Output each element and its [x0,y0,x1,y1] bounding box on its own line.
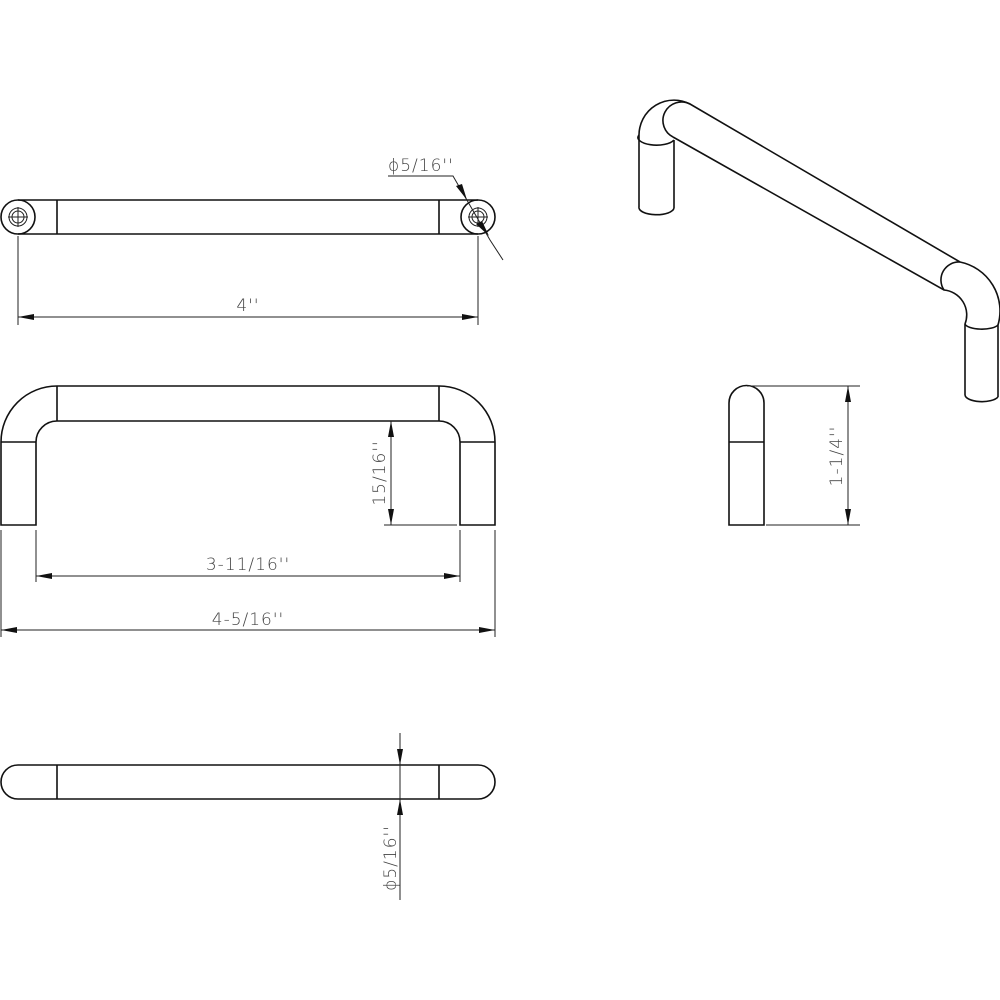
top-view: 4'' ϕ5/16'' [0,156,504,325]
inner-width-label: 3-11/16'' [206,555,290,575]
left-mount-circle [0,199,36,235]
front-view: 15/16'' 3-11/16'' 4-5/16'' [0,385,496,637]
projection-label: 1-1/4'' [827,426,847,487]
bottom-view: ϕ5/16'' [0,733,496,900]
overall-length-label: 4-5/16'' [212,610,284,630]
height-label: 15/16'' [370,440,390,505]
isometric-view [637,99,1000,403]
hole-diameter-label: ϕ5/16'' [388,156,454,176]
bar-diameter-label: ϕ5/16'' [381,825,401,891]
side-view: 1-1/4'' [728,384,860,526]
center-to-center-label: 4'' [236,296,259,316]
right-mount-circle [460,199,496,235]
